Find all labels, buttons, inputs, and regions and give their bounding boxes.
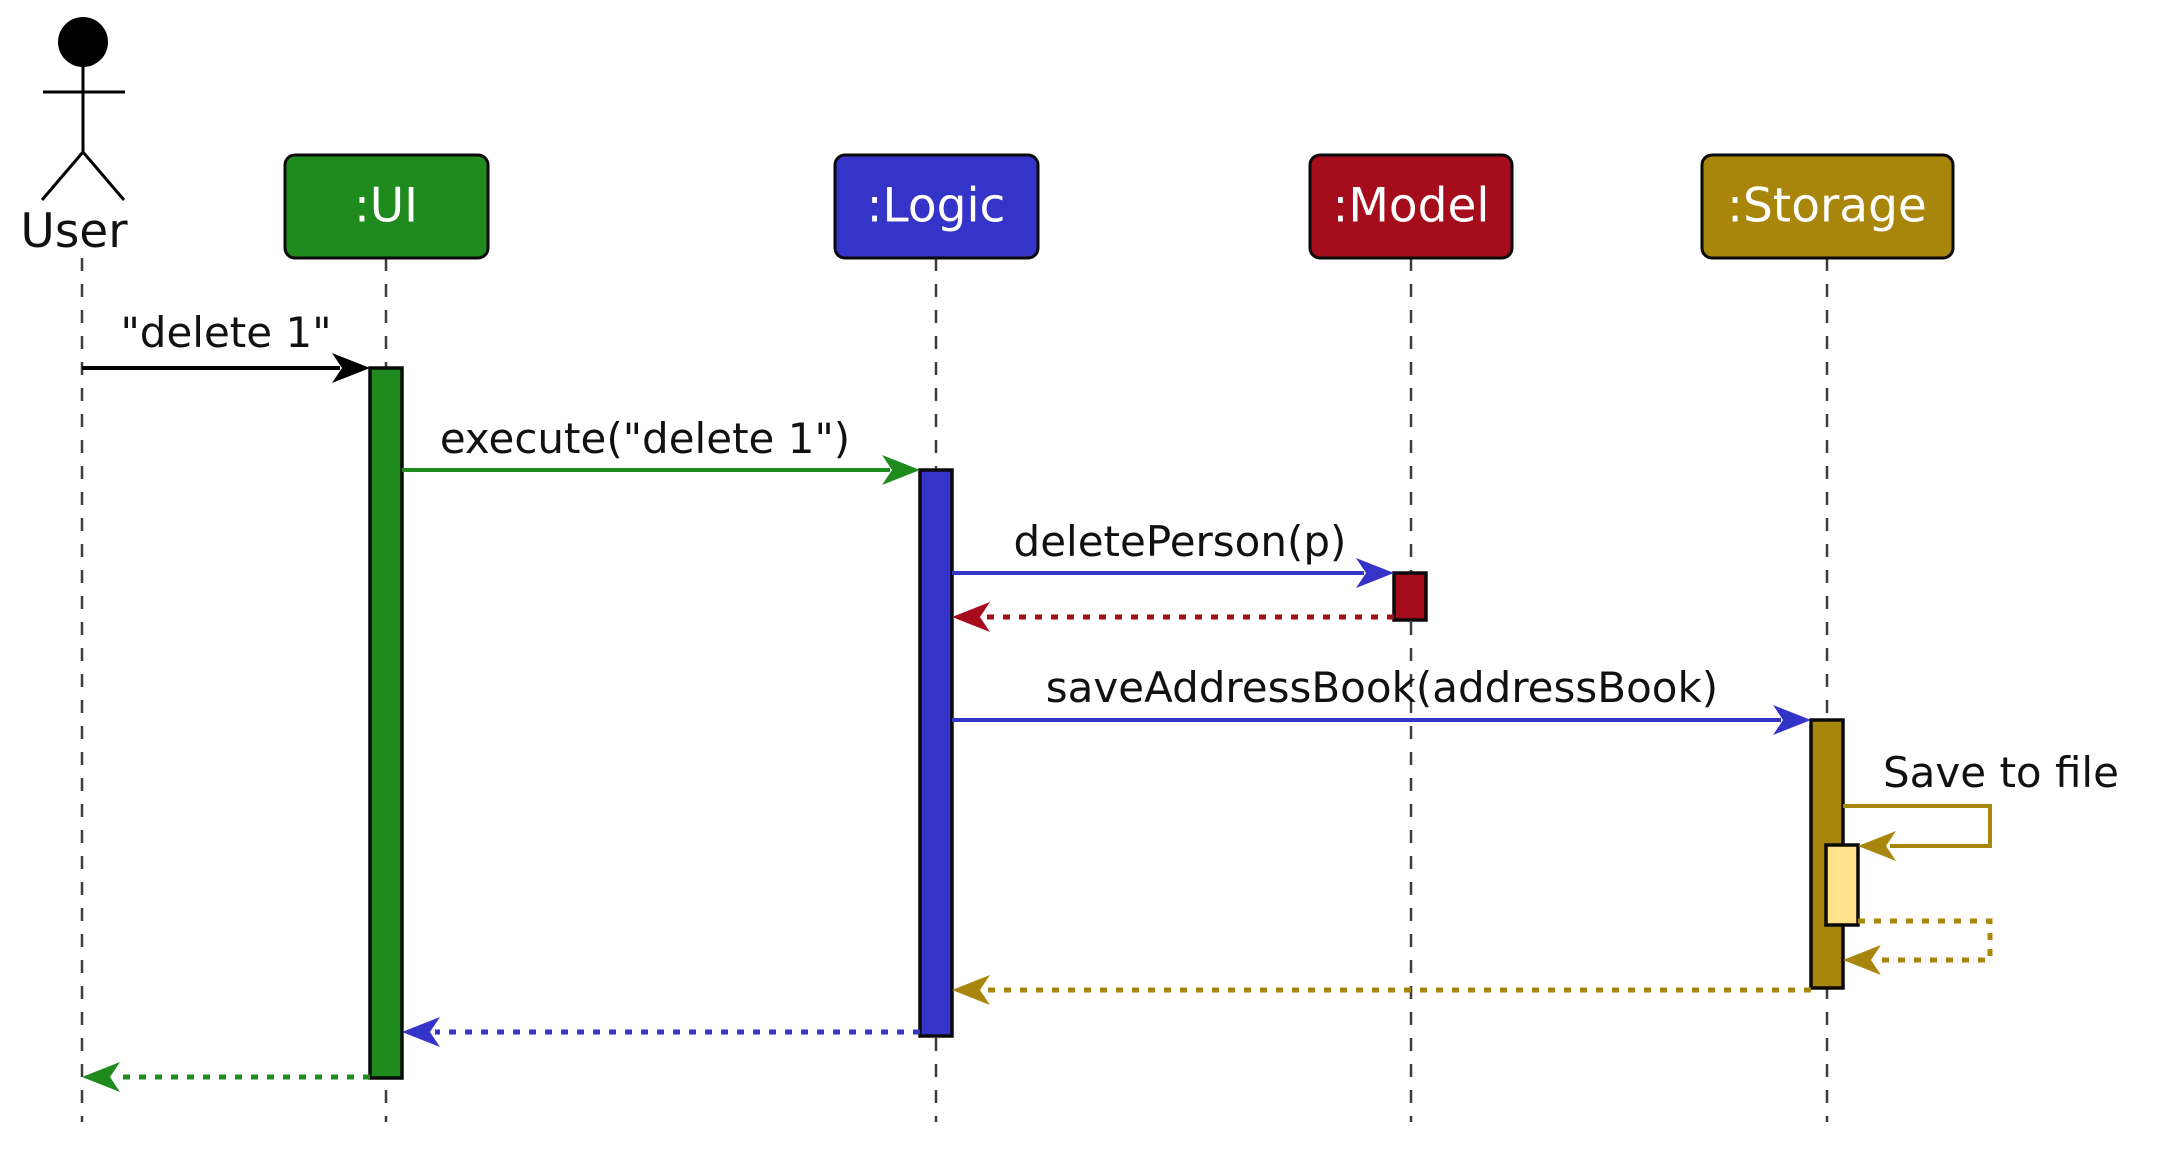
activation-bar-ui [368,366,404,1080]
arrowhead-right-icon [882,455,920,485]
return-storage-to-logic [952,975,1811,1005]
actor-head-icon [58,17,108,67]
lifeline-box-storage [1700,153,1955,260]
arrowhead-left-icon [402,1017,440,1047]
lifeline-box-storage-label: :Storage [1727,179,1927,234]
message-delete-1: "delete 1" [82,308,370,383]
message-execute: execute("delete 1") [402,414,920,485]
arrowhead-left-icon [82,1062,120,1092]
lifeline-box-ui [283,153,490,260]
message-save-address-book-label: saveAddressBook(addressBook) [1046,663,1718,712]
message-save-address-book: saveAddressBook(addressBook) [952,663,1811,735]
arrowhead-right-icon [332,353,370,383]
message-delete-person-label: deletePerson(p) [1014,517,1347,566]
lifeline-box-logic [833,153,1040,260]
lifeline-box-ui-label: :UI [354,179,418,234]
message-save-to-file-label: Save to file [1883,748,2119,797]
lifeline-box-model-label: :Model [1333,179,1490,234]
return-logic-to-ui [402,1017,920,1047]
actor-left-leg-icon [40,151,85,201]
user-actor-icon [40,17,126,201]
message-save-to-file: Save to file [1843,748,2119,861]
return-save-to-file-line [1858,918,1993,963]
arrowhead-left-icon [1858,831,1896,861]
arrowhead-right-icon [1356,558,1394,588]
activation-bar-logic [918,468,954,1038]
arrowhead-left-icon [1843,945,1881,975]
lifeline-box-logic-label: :Logic [867,179,1006,234]
message-execute-label: execute("delete 1") [440,414,850,463]
return-model-to-logic [952,602,1394,632]
message-delete-1-label: "delete 1" [120,308,331,357]
arrowhead-left-icon [952,602,990,632]
lifeline-box-model [1308,153,1514,260]
arrowhead-right-icon [1773,705,1811,735]
message-delete-person: deletePerson(p) [952,517,1394,588]
arrowhead-left-icon [952,975,990,1005]
return-ui-to-user [82,1062,370,1092]
activation-bar-storage-nested [1824,843,1860,927]
message-save-to-file-line [1843,804,1992,848]
activation-bar-model [1392,571,1428,622]
actor-label: User [20,204,128,259]
return-save-to-file [1843,918,1993,975]
actor-right-leg-icon [81,151,126,201]
